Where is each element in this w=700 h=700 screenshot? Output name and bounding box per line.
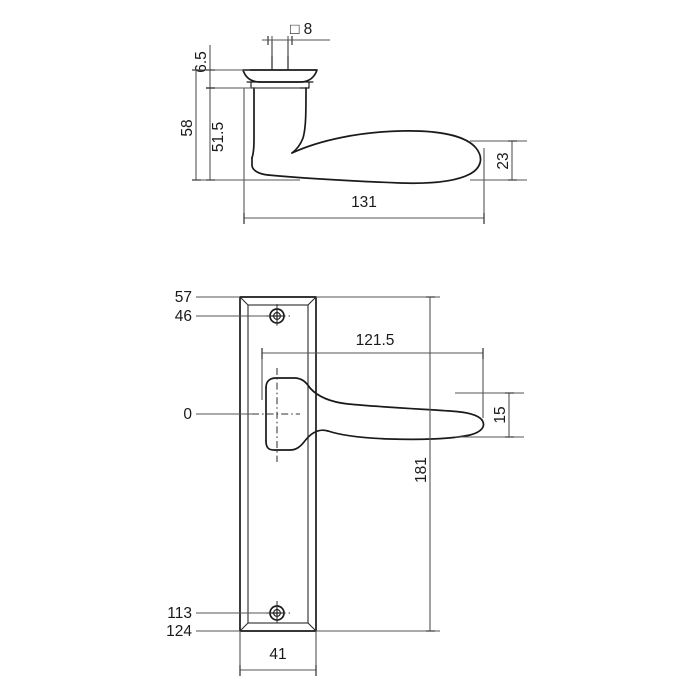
dim-label-total-height: 58	[179, 119, 196, 136]
side-elevation-view: □ 8 6.5 58	[179, 21, 527, 224]
dimension-spindle-8: □ 8	[262, 21, 330, 56]
dim-label-screw-bottom: 113	[167, 605, 192, 622]
dim-label-plate-width: 41	[269, 646, 286, 663]
dim-label-lever-reach: 121.5	[356, 332, 395, 349]
dim-label-lever-thickness: 23	[495, 152, 512, 169]
front-ordinate-lines	[196, 296, 266, 632]
dimension-lever-length: 131	[243, 88, 485, 224]
dimension-total-height: 58	[179, 69, 201, 181]
dim-label-lever-length: 131	[351, 194, 377, 211]
lever-side-profile	[251, 87, 482, 185]
spindle-shaft	[271, 39, 289, 71]
dim-label-screw-top: 46	[175, 308, 192, 325]
front-elevation-view: 57 46 0 113 124 121.5	[166, 289, 524, 676]
dim-label-lever-tip-width: 15	[492, 406, 509, 423]
dimension-lever-thickness: 23	[470, 140, 527, 181]
front-ordinate-labels: 57 46 0 113 124	[166, 289, 192, 640]
dim-label-lever-height: 51.5	[210, 122, 227, 152]
dim-label-rose-height: 6.5	[193, 51, 210, 73]
spindle-centre-mark	[252, 368, 300, 462]
fixing-screw-bottom	[264, 601, 290, 625]
dim-label-plate-length: 181	[413, 457, 430, 483]
dimension-plate-length: 181	[316, 296, 440, 632]
dim-label-plate-bottom: 124	[166, 623, 192, 640]
dim-label-origin: 0	[183, 406, 192, 423]
rose-flange	[242, 69, 318, 89]
dimension-lever-height: 51.5	[206, 87, 227, 181]
backplate	[239, 296, 317, 632]
lever-front-profile	[265, 377, 485, 451]
dimension-plate-width: 41	[239, 631, 317, 676]
dimension-lever-reach: 121.5	[261, 332, 484, 418]
dim-label-spindle: □ 8	[290, 21, 312, 38]
fixing-screw-top	[264, 304, 290, 328]
dimension-lever-tip-width: 15	[455, 392, 524, 438]
dim-label-plate-top: 57	[175, 289, 192, 306]
